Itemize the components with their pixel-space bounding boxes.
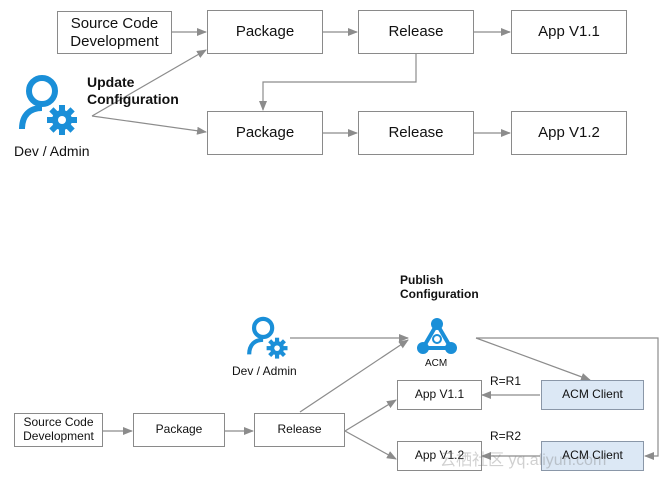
arrow-admin-to-package-1 xyxy=(91,49,207,117)
source-code-box-bottom: Source Code Development xyxy=(14,413,103,447)
publish-configuration-label: Publish Configuration xyxy=(400,273,479,302)
arrow-acm-to-client2 xyxy=(476,337,659,460)
app-v11-box-bottom: App V1.1 xyxy=(397,380,482,410)
arrow-b-release-to-app2 xyxy=(344,430,397,460)
acm-client-box-1: ACM Client xyxy=(541,380,644,410)
release-box-1: Release xyxy=(358,10,474,54)
acm-client-box-2: ACM Client xyxy=(541,441,644,471)
dev-admin-label-top: Dev / Admin xyxy=(14,143,90,159)
update-configuration-label: Update Configuration xyxy=(87,74,179,107)
user-gear-icon-bottom xyxy=(247,316,288,359)
app-v12-box: App V1.2 xyxy=(511,111,627,155)
app-v11-box: App V1.1 xyxy=(511,10,627,54)
acm-network-icon xyxy=(417,318,457,354)
release-box-2: Release xyxy=(358,111,474,155)
arrow-admin-to-package-2 xyxy=(91,115,207,135)
r-equals-r1-label: R=R1 xyxy=(490,374,522,388)
acm-label: ACM xyxy=(425,358,448,369)
package-box-2: Package xyxy=(207,111,323,155)
package-box-1: Package xyxy=(207,10,323,54)
watermark: 云栖社区 yq.aliyun.com xyxy=(440,452,607,469)
arrow-b-release-to-acm xyxy=(299,339,409,413)
dev-admin-label-bottom: Dev / Admin xyxy=(232,364,297,378)
app-v12-box-bottom: App V1.2 xyxy=(397,441,482,471)
arrow-release-to-package-2 xyxy=(259,54,417,111)
user-gear-icon xyxy=(19,75,77,135)
arrow-acm-to-client1 xyxy=(475,337,591,381)
source-code-box: Source Code Development xyxy=(57,11,172,54)
package-box-bottom: Package xyxy=(133,413,225,447)
arrow-b-release-to-app1 xyxy=(344,399,397,432)
release-box-bottom: Release xyxy=(254,413,345,447)
r-equals-r2-label: R=R2 xyxy=(490,429,522,443)
